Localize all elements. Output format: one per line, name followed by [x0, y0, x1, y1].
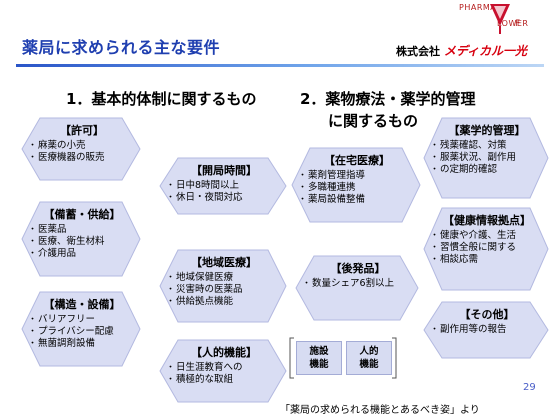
title-underline — [16, 64, 544, 67]
card-content: 【地域医療】地域保健医療災害時の医薬品供給拠点機能 — [160, 250, 286, 322]
card-item: 日中8時間以上 — [166, 180, 280, 192]
right-requirement-card: 【薬学的管理】残薬確認、対策服薬状況、副作用の定期的確認 — [423, 117, 549, 199]
card-content: 【許可】麻薬の小売医療機器の販売 — [22, 118, 140, 180]
card-title: 【許可】 — [60, 124, 104, 137]
section-heading-basic: 1．基本的体制に関するもの — [66, 90, 257, 108]
section-heading-pharma-line2: に関するもの — [328, 112, 419, 130]
card-item: 地域保健医療 — [166, 272, 280, 284]
card-item: 医療、衛生材料 — [28, 236, 134, 248]
card-item: 災害時の医薬品 — [166, 284, 280, 296]
logo-text-pharmacy: PHARMAC — [459, 3, 503, 12]
card-item-list: 副作用等の報告 — [430, 324, 542, 336]
page-number: 29 — [523, 382, 536, 393]
card-item: 供給拠点機能 — [166, 296, 280, 308]
card-item: 日生涯教育への — [166, 362, 280, 374]
card-item: 副作用等の報告 — [430, 324, 542, 336]
card-item: 麻薬の小売 — [28, 140, 134, 152]
card-item-list: 医薬品医療、衛生材料介護用品 — [28, 224, 134, 260]
source-note: 「薬局の求められる機能とあるべき姿」より — [280, 405, 480, 416]
card-item-list: 日生涯教育への積極的な取組 — [166, 362, 280, 386]
logo-text-lower: LOWER — [497, 19, 529, 28]
card-content: 【備蓄・供給】医薬品医療、衛生材料介護用品 — [22, 202, 140, 276]
card-item: の定期的確認 — [430, 164, 542, 176]
card-item-list: 残薬確認、対策服薬状況、副作用の定期的確認 — [430, 140, 542, 176]
card-item: 習慣全般に関する — [430, 242, 542, 254]
human-function-box: 人的 機能 — [346, 341, 392, 375]
card-item: 健康や介護、生活 — [430, 230, 542, 242]
card-item: 薬局設備整備 — [298, 194, 414, 206]
card-title: 【後発品】 — [330, 262, 386, 275]
left-requirement-card: 【備蓄・供給】医薬品医療、衛生材料介護用品 — [21, 201, 141, 277]
company-prefix: 株式会社 — [396, 45, 440, 58]
card-title: 【開局時間】 — [191, 164, 257, 177]
card-title: 【地域医療】 — [191, 256, 257, 269]
card-item-list: 日中8時間以上休日・夜間対応 — [166, 180, 280, 204]
card-content: 【人的機能】日生涯教育への積極的な取組 — [160, 340, 286, 402]
card-item: 服薬状況、副作用 — [430, 152, 542, 164]
card-item: 残薬確認、対策 — [430, 140, 542, 152]
card-item: 無菌調剤設備 — [28, 338, 134, 350]
logo-text-flower: F — [459, 19, 521, 29]
card-title: 【構造・設備】 — [43, 298, 121, 311]
left-requirement-card: 【人的機能】日生涯教育への積極的な取組 — [159, 339, 287, 403]
card-content: 【後発品】数量シェア6割以上 — [296, 256, 418, 320]
card-item-list: 数量シェア6割以上 — [302, 278, 412, 290]
card-item: プライバシー配慮 — [28, 326, 134, 338]
left-requirement-card: 【地域医療】地域保健医療災害時の医薬品供給拠点機能 — [159, 249, 287, 323]
human-line1: 人的 — [359, 346, 379, 357]
right-requirement-card: 【その他】副作用等の報告 — [423, 301, 549, 359]
card-title: 【在宅医療】 — [324, 154, 390, 167]
card-content: 【その他】副作用等の報告 — [424, 302, 548, 358]
right-requirement-card: 【在宅医療】薬剤管理指導多職種連携薬局設備整備 — [291, 147, 421, 223]
card-item: 数量シェア6割以上 — [302, 278, 412, 290]
card-item: 医薬品 — [28, 224, 134, 236]
facility-line2: 機能 — [309, 359, 329, 370]
section-heading-pharma-line1: 2．薬物療法・薬学的管理 — [300, 90, 476, 108]
human-line2: 機能 — [359, 359, 379, 370]
card-content: 【構造・設備】バリアフリープライバシー配慮無菌調剤設備 — [22, 292, 140, 366]
bracket-frame — [289, 337, 397, 379]
right-requirement-card: 【健康情報拠点】健康や介護、生活習慣全般に関する相談応需 — [423, 207, 549, 291]
logo-letter-f: F — [515, 19, 521, 29]
card-title: 【その他】 — [459, 308, 515, 321]
card-content: 【薬学的管理】残薬確認、対策服薬状況、副作用の定期的確認 — [424, 118, 548, 198]
card-item: 休日・夜間対応 — [166, 192, 280, 204]
slide-title: 薬局に求められる主な要件 — [22, 38, 221, 57]
facility-line1: 施設 — [309, 346, 329, 357]
facility-function-box: 施設 機能 — [296, 341, 342, 375]
card-item-list: 薬剤管理指導多職種連携薬局設備整備 — [298, 170, 414, 206]
card-title: 【薬学的管理】 — [448, 124, 526, 137]
card-item: 医療機器の販売 — [28, 152, 134, 164]
card-content: 【開局時間】日中8時間以上休日・夜間対応 — [160, 158, 286, 214]
card-item: 積極的な取組 — [166, 374, 280, 386]
card-content: 【在宅医療】薬剤管理指導多職種連携薬局設備整備 — [292, 148, 420, 222]
card-item-list: 麻薬の小売医療機器の販売 — [28, 140, 134, 164]
card-title: 【備蓄・供給】 — [43, 208, 121, 221]
card-item: 多職種連携 — [298, 182, 414, 194]
card-content: 【健康情報拠点】健康や介護、生活習慣全般に関する相談応需 — [424, 208, 548, 290]
card-item-list: 健康や介護、生活習慣全般に関する相談応需 — [430, 230, 542, 266]
left-requirement-card: 【開局時間】日中8時間以上休日・夜間対応 — [159, 157, 287, 215]
company-name: 株式会社 メディカル一光 — [396, 42, 527, 59]
card-item: 薬剤管理指導 — [298, 170, 414, 182]
right-requirement-card: 【後発品】数量シェア6割以上 — [295, 255, 419, 321]
card-item: 介護用品 — [28, 248, 134, 260]
card-title: 【人的機能】 — [191, 346, 257, 359]
flower-logo-icon — [490, 4, 510, 34]
card-item: 相談応需 — [430, 254, 542, 266]
card-item-list: 地域保健医療災害時の医薬品供給拠点機能 — [166, 272, 280, 308]
company-brand: メディカル一光 — [443, 44, 528, 58]
card-item-list: バリアフリープライバシー配慮無菌調剤設備 — [28, 314, 134, 350]
function-summary-group: 施設 機能 人的 機能 — [288, 336, 398, 380]
left-requirement-card: 【許可】麻薬の小売医療機器の販売 — [21, 117, 141, 181]
left-requirement-card: 【構造・設備】バリアフリープライバシー配慮無菌調剤設備 — [21, 291, 141, 367]
card-item: バリアフリー — [28, 314, 134, 326]
card-title: 【健康情報拠点】 — [443, 214, 531, 227]
